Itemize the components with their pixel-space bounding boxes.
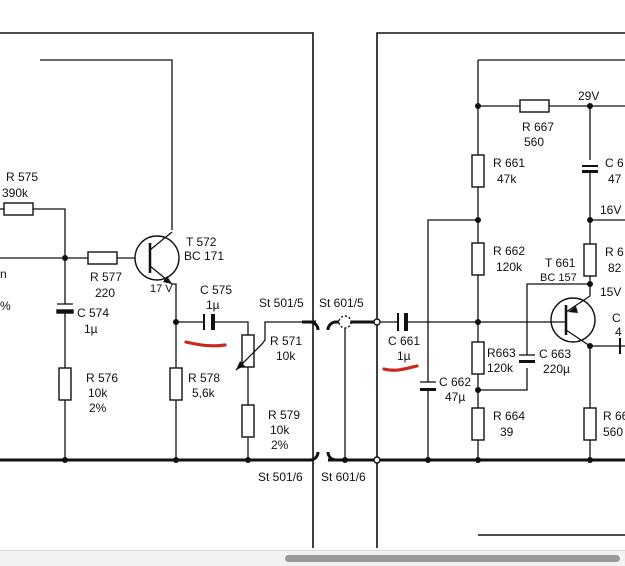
resistor-r579 — [241, 404, 255, 438]
connectors — [302, 315, 381, 464]
label-r662-val: 120k — [496, 260, 523, 274]
label-4-cut: 4 — [615, 325, 622, 339]
transistor-t572 — [134, 235, 180, 281]
label-st601-6: St 601/6 — [321, 470, 366, 484]
resistor-r578 — [169, 367, 183, 401]
label-t572: T 572 — [186, 235, 217, 249]
module-frames — [0, 32, 625, 548]
label-r577-val: 220 — [95, 286, 115, 300]
label-15v: 15V — [600, 285, 621, 299]
label-c66x: C 6 — [605, 156, 624, 170]
red-marker-right — [382, 364, 419, 372]
label-r664-val: 39 — [500, 425, 514, 439]
left-stage — [0, 59, 302, 463]
label-r667-val: 560 — [524, 135, 544, 149]
label-r571-val: 10k — [276, 349, 296, 363]
label-left-cut-1: n — [0, 267, 7, 281]
label-c575-val: 1µ — [206, 298, 220, 312]
label-c575: C 575 — [200, 283, 232, 297]
transistor-t661 — [550, 297, 596, 343]
label-t661-type: BC 157 — [540, 272, 577, 284]
label-st601-5: St 601/5 — [319, 296, 364, 310]
label-c574-val: 1µ — [84, 322, 98, 336]
label-r578-val: 5,6k — [192, 386, 216, 400]
label-r576-tol: 2% — [89, 401, 107, 415]
label-r667: R 667 — [522, 120, 554, 134]
label-c661-val: 1µ — [397, 349, 411, 363]
label-r575-val: 390k — [2, 186, 29, 200]
resistor-r661 — [471, 154, 485, 188]
label-t572-v: 17 V — [150, 283, 173, 295]
resistor-r662 — [471, 242, 485, 276]
label-r661: R 661 — [493, 156, 525, 170]
resistor-r664 — [471, 407, 485, 441]
label-r576: R 576 — [86, 371, 118, 385]
label-r576-val: 10k — [88, 386, 108, 400]
label-c-cut: C — [612, 311, 621, 325]
label-r6-cut: R 6 — [605, 245, 624, 259]
resistor-r667 — [519, 99, 550, 113]
label-st501-5: St 501/5 — [259, 296, 304, 310]
label-st501-6: St 501/6 — [258, 470, 303, 484]
label-t661: T 661 — [545, 256, 576, 270]
resistor-r575 — [3, 202, 34, 216]
label-r663: R663 — [487, 346, 516, 360]
right-stage — [380, 59, 625, 463]
label-r662: R 662 — [493, 244, 525, 258]
label-560-cut: 560 — [603, 425, 623, 439]
label-c663-val: 220µ — [543, 362, 570, 376]
label-t572-type: BC 171 — [184, 249, 224, 263]
label-r661-val: 47k — [497, 172, 517, 186]
label-c574: C 574 — [77, 306, 109, 320]
resistor-r577 — [87, 251, 118, 265]
label-r66-cut: R 66 — [603, 409, 625, 423]
label-r579-val: 10k — [270, 423, 290, 437]
scrollbar-thumb[interactable] — [285, 555, 620, 562]
label-left-cut-2: % — [0, 299, 11, 313]
resistor-r663 — [471, 341, 485, 375]
horizontal-scrollbar[interactable] — [0, 550, 625, 566]
label-c662-val: 47µ — [445, 390, 465, 404]
circuit-schematic: R 575 390k T 572 BC 171 17 V R 577 220 C… — [0, 32, 625, 548]
label-r663-val: 120k — [487, 361, 514, 375]
label-29v: 29V — [578, 89, 599, 103]
label-16v: 16V — [600, 203, 621, 217]
resistor-r576 — [58, 367, 72, 401]
resistor-r6x-top — [583, 243, 597, 277]
label-47-cut: 47 — [608, 172, 622, 186]
label-r578: R 578 — [188, 371, 220, 385]
label-c662: C 662 — [439, 375, 471, 389]
label-r664: R 664 — [493, 409, 525, 423]
label-82-cut: 82 — [608, 261, 622, 275]
label-r577: R 577 — [90, 270, 122, 284]
label-r579-tol: 2% — [271, 438, 289, 452]
label-r575: R 575 — [6, 170, 38, 184]
label-c663: C 663 — [539, 347, 571, 361]
label-c661: C 661 — [388, 334, 420, 348]
label-r579: R 579 — [268, 408, 300, 422]
labels: R 575 390k T 572 BC 171 17 V R 577 220 C… — [0, 89, 625, 484]
resistor-r66x — [583, 407, 597, 441]
label-r571: R 571 — [270, 334, 302, 348]
red-marker-left — [184, 340, 227, 348]
